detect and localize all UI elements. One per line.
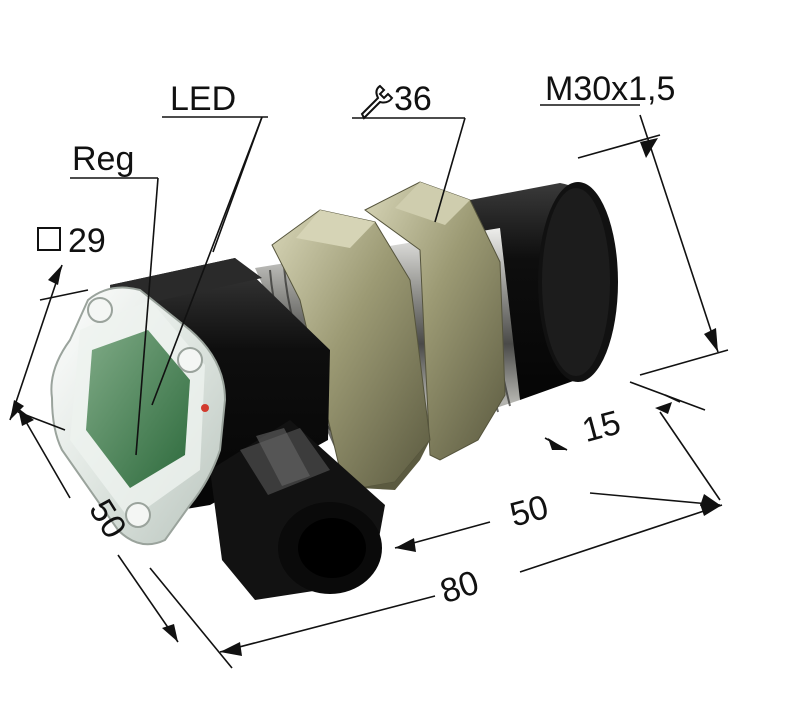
dimension-arrows: [10, 138, 722, 656]
hex-nut-rear: [364, 181, 506, 461]
led-label: LED: [170, 80, 236, 118]
led-window: [86, 330, 190, 488]
wrench-size-label: 36: [394, 80, 432, 118]
reg-label: Reg: [72, 140, 134, 178]
lens-cap: [50, 286, 227, 546]
rear-cap: [470, 182, 618, 400]
thread-label: M30x1,5: [545, 70, 675, 108]
dim-15-label: 15: [578, 403, 624, 449]
hex-nut-front: [271, 209, 431, 490]
dimension-lines: [9, 104, 729, 669]
square-size-label: 29: [68, 222, 106, 260]
dim-80-label: 80: [436, 563, 484, 611]
wrench-icon: [360, 84, 394, 120]
square-icon: [37, 227, 61, 251]
led-indicator: [201, 404, 209, 412]
cable-gland: [210, 420, 385, 600]
dim-50-body-label: 50: [506, 488, 552, 534]
